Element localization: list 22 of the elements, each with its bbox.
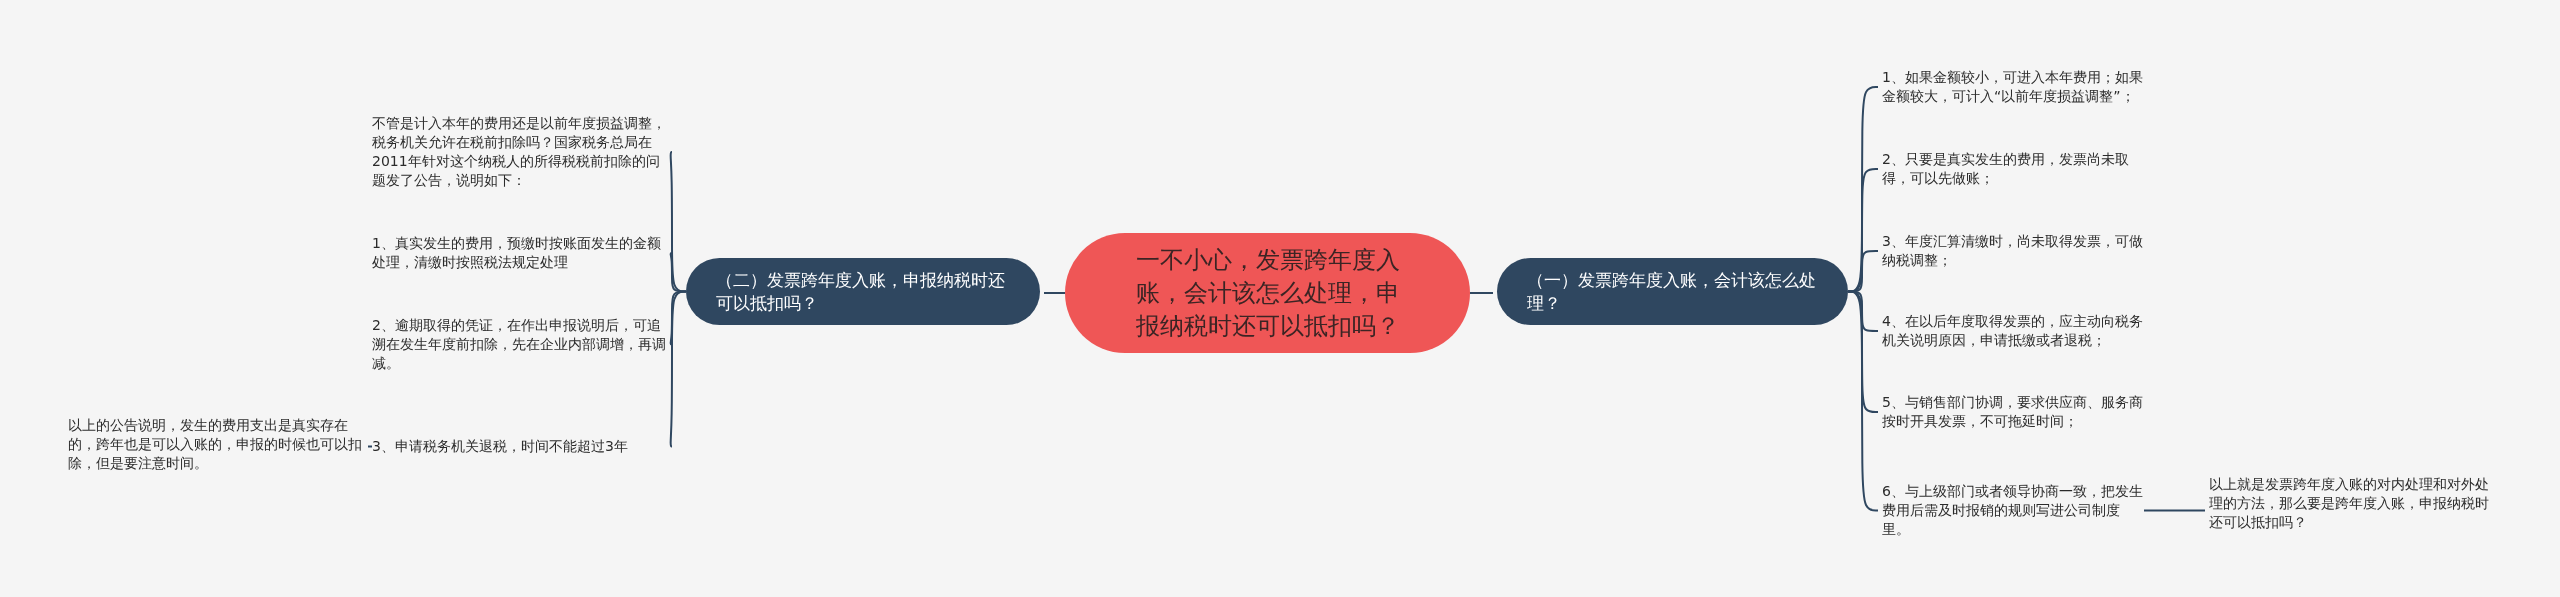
leaf-topic: 1、如果金额较小，可进入本年费用；如果金额较大，可计入“以前年度损益调整”； bbox=[1882, 68, 2144, 106]
leaf-topic: 不管是计入本年的费用还是以前年度损益调整，税务机关允许在税前扣除吗？国家税务总局在2011年针对这个纳税人的所得税税前扣除的问题发了公告，说明如下： bbox=[372, 114, 668, 190]
leaf-topic: 2、逾期取得的凭证，在作出申报说明后，可追溯在发生年度前扣除，先在企业内部调增，再调减。 bbox=[372, 316, 668, 373]
leaf-topic: 4、在以后年度取得发票的，应主动向税务机关说明原因，申请抵缴或者退税； bbox=[1882, 312, 2144, 350]
connector-line bbox=[669, 290, 687, 448]
leaf-topic: 2、只要是真实发生的费用，发票尚未取得，可以先做账； bbox=[1882, 150, 2144, 188]
connector-line bbox=[1469, 292, 1494, 294]
leaf-topic: 3、申请税务机关退税，时间不能超过3年 bbox=[372, 437, 668, 456]
connector-line bbox=[367, 445, 373, 448]
connector-line bbox=[669, 252, 687, 293]
branch-topic: （二）发票跨年度入账，申报纳税时还可以抵扣吗？ bbox=[686, 258, 1040, 325]
connector-line bbox=[1043, 292, 1066, 294]
leaf-topic: 以上的公告说明，发生的费用支出是真实存在的，跨年也是可以入账的，申报的时候也可以扣除，但是要注意时间。 bbox=[68, 416, 364, 473]
leaf-topic: 1、真实发生的费用，预缴时按账面发生的金额处理，清缴时按照税法规定处理 bbox=[372, 234, 668, 272]
branch-topic: （一）发票跨年度入账，会计该怎么处理？ bbox=[1497, 258, 1848, 325]
connector-line bbox=[2143, 509, 2206, 512]
connector-line bbox=[1847, 290, 1879, 512]
leaf-topic: 5、与销售部门协调，要求供应商、服务商按时开具发票，不可拖延时间； bbox=[1882, 393, 2144, 431]
leaf-topic: 3、年度汇算清缴时，尚未取得发票，可做纳税调整； bbox=[1882, 232, 2144, 270]
leaf-topic: 6、与上级部门或者领导协商一致，把发生费用后需及时报销的规则写进公司制度里。 bbox=[1882, 482, 2144, 539]
central-topic: 一不小心，发票跨年度入账，会计该怎么处理，申报纳税时还可以抵扣吗？ bbox=[1065, 233, 1470, 353]
leaf-topic: 以上就是发票跨年度入账的对内处理和对外处理的方法，那么要是跨年度入账，申报纳税时还可以抵扣吗？ bbox=[2209, 475, 2501, 532]
